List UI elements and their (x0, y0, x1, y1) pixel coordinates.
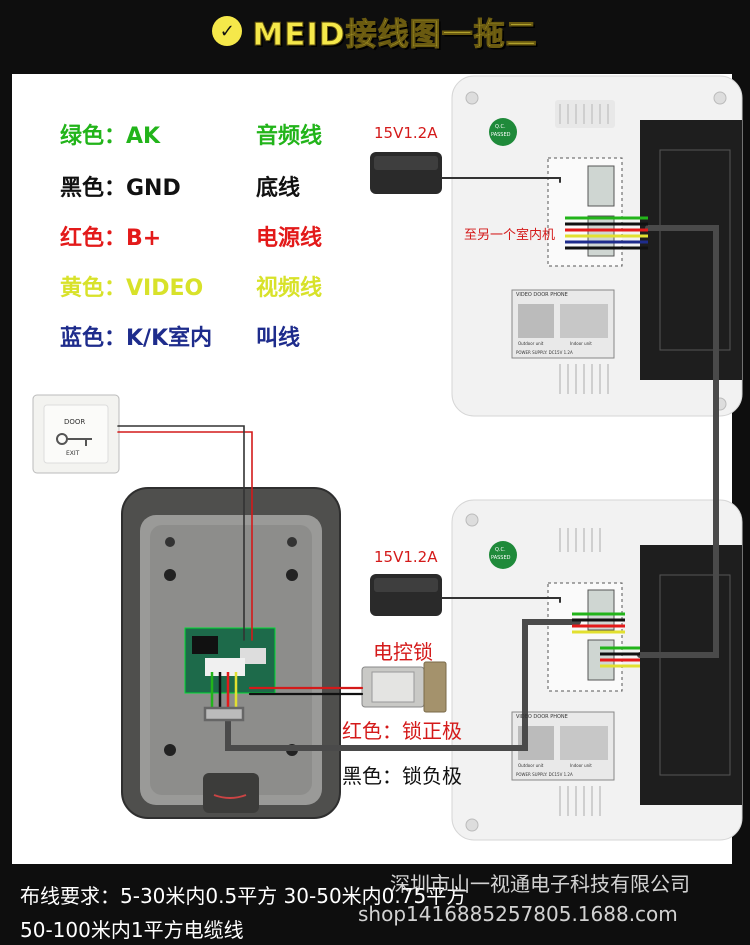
page-title: MEID接线图一拖二 (252, 16, 538, 53)
checkmark-icon: ✓ (212, 16, 243, 46)
lock-label: 电控锁 (373, 640, 433, 664)
power-adapter-bottom (370, 574, 442, 616)
wiring-requirement-line2: 50-100米内1平方电缆线 (20, 918, 244, 942)
to-other-unit-label: 至另一个室内机 (464, 228, 556, 243)
electric-lock (361, 661, 447, 713)
exit-button-text-1: DOOR (64, 418, 86, 426)
watermark-shop: shop1416885257805.1688.com (358, 902, 678, 926)
wiring-requirement-line1: 布线要求：5-30米内0.5平方 30-50米内0.75平方 (20, 884, 467, 908)
indoor-monitor-bottom (451, 499, 743, 841)
sticker-bottom-title: VIDEO DOOR PHONE (516, 714, 568, 720)
qc-badge-top-line1: Q.C. (495, 124, 506, 130)
sticker-top-indoor: Indoor unit (570, 341, 592, 346)
connector-colors-bottom (572, 612, 640, 668)
sticker-top-outdoor: Outdoor unit (518, 341, 544, 346)
indoor-monitor-top (451, 75, 743, 417)
sticker-bottom-outdoor: Outdoor unit (518, 763, 544, 768)
exit-button-text-2: EXIT (66, 450, 80, 457)
adapter-bottom-label: 15V1.2A (374, 548, 438, 566)
sticker-bottom-indoor: Indoor unit (570, 763, 592, 768)
title-bar: ✓ MEID接线图一拖二 (0, 0, 750, 62)
qc-passed-badge-top (489, 118, 517, 146)
outdoor-connector-wires (203, 672, 245, 722)
qc-badge-bottom-line1: Q.C. (495, 547, 506, 553)
qc-passed-badge-bottom (489, 541, 517, 569)
exit-button-device (32, 394, 120, 474)
sticker-top-footer: POWER SUPPLY: DC15V 1.2A (516, 350, 573, 355)
connector-colors-top (565, 216, 648, 250)
lock-red-label: 红色：锁正极 (342, 719, 462, 743)
qc-badge-top-line2: PASSED (491, 132, 511, 138)
outdoor-circuit-board (184, 627, 276, 694)
lock-black-label: 黑色：锁负极 (342, 764, 462, 788)
qc-badge-bottom-line2: PASSED (491, 555, 511, 561)
watermark-company: 深圳市山一视通电子科技有限公司 (390, 872, 690, 896)
adapter-top-label: 15V1.2A (374, 124, 438, 142)
sticker-top-title: VIDEO DOOR PHONE (516, 292, 568, 298)
power-adapter-top (370, 152, 442, 194)
sticker-bottom-footer: POWER SUPPLY: DC15V 1.2A (516, 772, 573, 777)
wires (117, 177, 719, 751)
